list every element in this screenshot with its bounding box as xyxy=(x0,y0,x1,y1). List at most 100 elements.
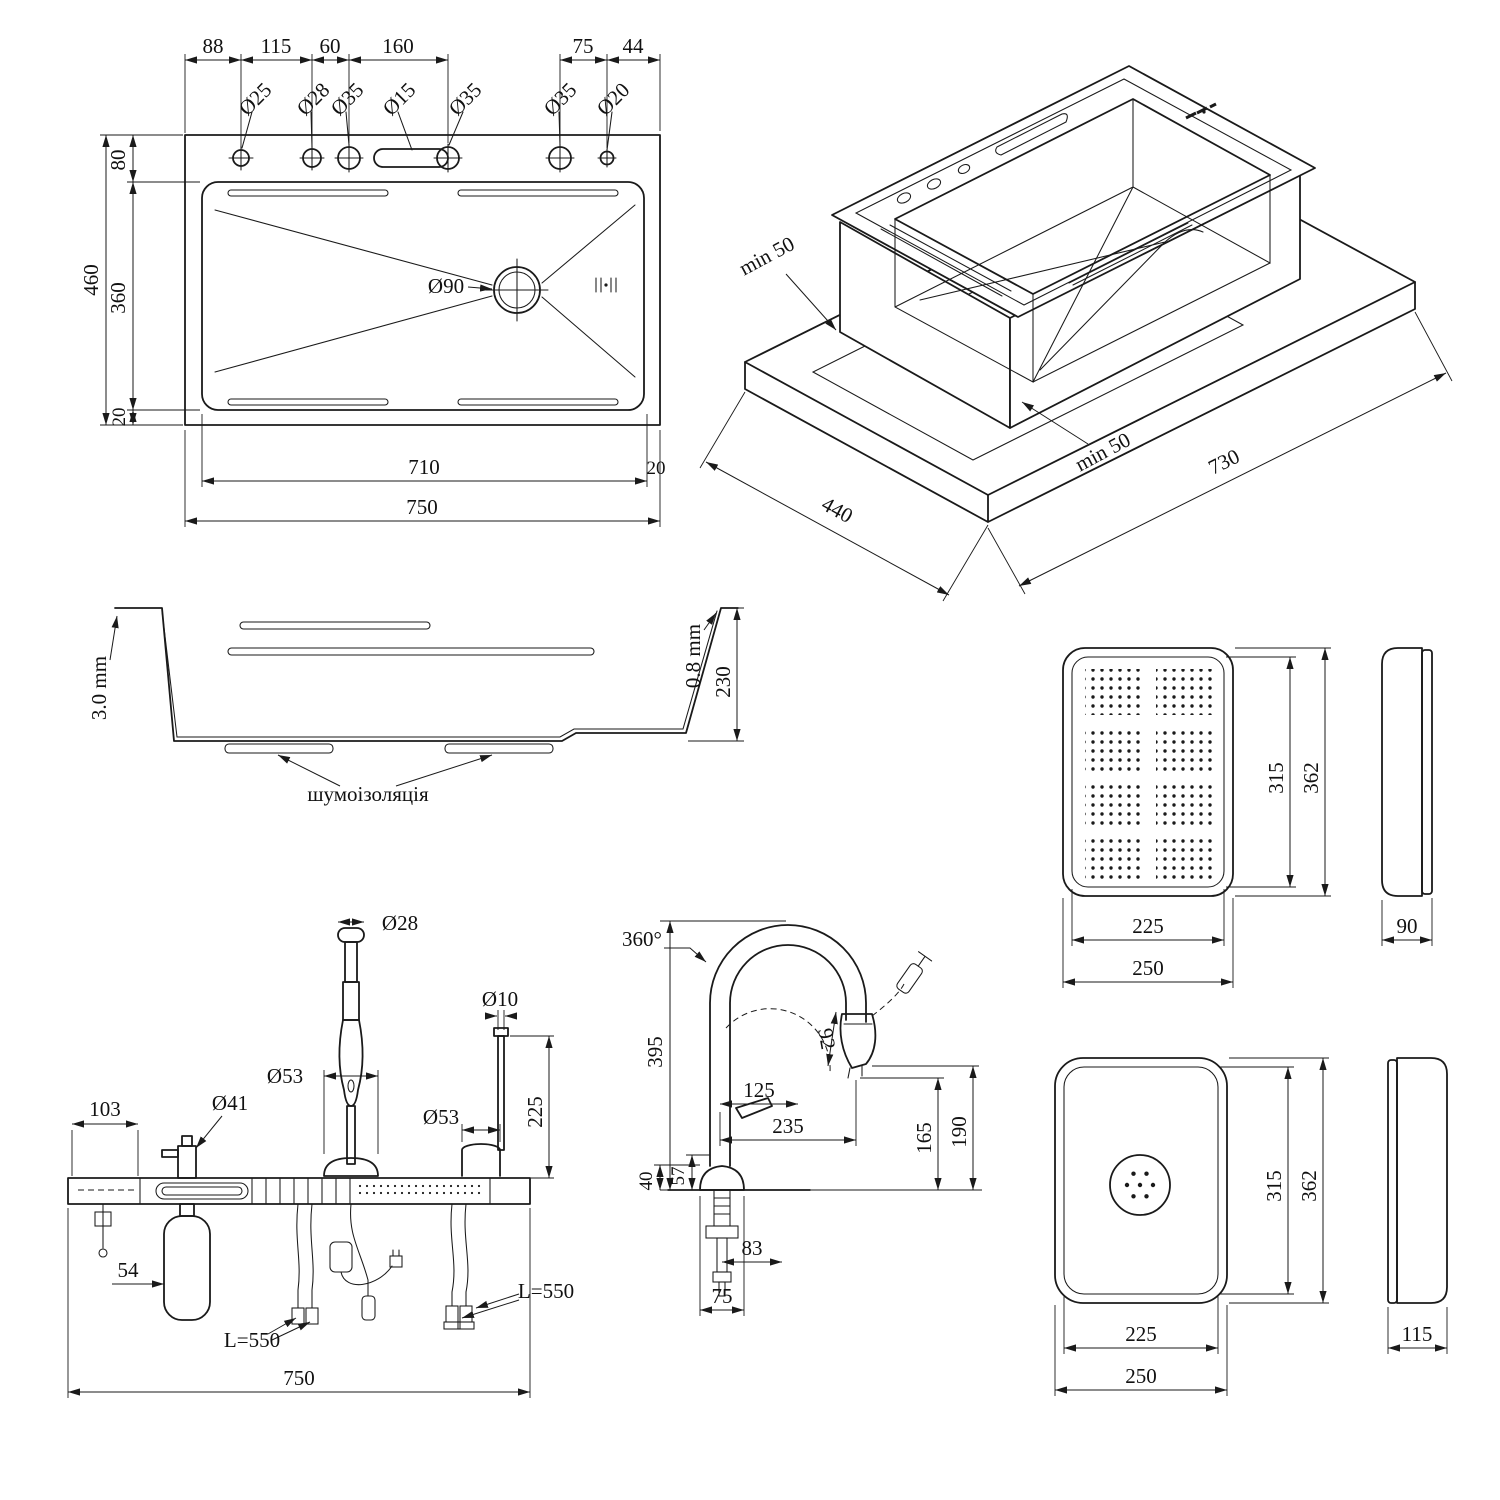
section-profile xyxy=(114,607,739,742)
dim-colander-outer-height: 362 xyxy=(1299,762,1323,794)
deck-perforation xyxy=(358,1184,484,1198)
bottom-dimensions: 710 20 750 xyxy=(184,414,666,527)
colander-side-flange xyxy=(1421,649,1433,895)
hole-dia-6: Ø35 xyxy=(539,78,582,121)
waterfall-slot xyxy=(155,1182,249,1200)
dim-tray-inner-height: 315 xyxy=(1262,1170,1286,1202)
dim-escutcheon-left: Ø53 xyxy=(267,1064,303,1088)
bowl-rim xyxy=(201,181,645,411)
colander-inner xyxy=(1071,656,1225,888)
rim-grooves xyxy=(227,189,619,406)
top-dimensions: 88 115 60 160 75 44 xyxy=(184,34,661,148)
hole-dia-1: Ø25 xyxy=(234,78,277,121)
dim-colander-side-depth: 90 xyxy=(1397,914,1418,938)
insulation-label: шумоізоляція xyxy=(307,782,429,806)
dim-tray-outer-width: 250 xyxy=(1125,1364,1157,1388)
shuto-valve xyxy=(94,1203,112,1258)
dim-rim-bottom: 20 xyxy=(109,408,130,427)
waterfall-icon xyxy=(1185,102,1217,120)
tray-side-view: 115 xyxy=(1387,1057,1448,1354)
gooseneck-spout xyxy=(709,924,867,1167)
iso-view: min 50 min 50 440 730 xyxy=(699,65,1453,602)
top-view: 88 115 60 160 75 44 Ø25 Ø28 Ø35 Ø15 Ø35 … xyxy=(79,34,666,527)
soap-dispenser xyxy=(161,1135,197,1179)
iso-rim-grooves xyxy=(880,222,1193,297)
tray-inner xyxy=(1063,1066,1219,1295)
hole-dia-7: Ø20 xyxy=(592,78,635,121)
dim-tank-width: 103 xyxy=(89,1097,121,1121)
drain-callout: Ø90 xyxy=(428,274,493,298)
dim-spout-height: 395 xyxy=(643,1036,667,1068)
hole-dia-2: Ø28 xyxy=(292,78,335,121)
filter-bottle xyxy=(163,1203,211,1321)
faucet-side-dimensions: 360° 395 92 125 235 165 190 57 40 83 xyxy=(622,920,979,1316)
dim-hose-left: L=550 xyxy=(224,1328,280,1352)
dim-spacing-2: 115 xyxy=(261,34,292,58)
dim-hose-right: L=550 xyxy=(518,1279,574,1303)
tray-side-flange xyxy=(1387,1059,1398,1304)
dim-spacing-4: 160 xyxy=(382,34,414,58)
min-clearance-left: min 50 xyxy=(735,231,798,280)
colander-side-view: 90 xyxy=(1381,647,1433,946)
deck-dividers xyxy=(139,1177,491,1205)
colander-side-body xyxy=(1381,647,1423,897)
left-dimensions: 80 360 20 460 xyxy=(79,134,200,427)
dim-swivel-angle: 360° xyxy=(622,927,662,951)
dim-swivel-radius: 125 xyxy=(743,1078,775,1102)
section-groove-1 xyxy=(239,621,431,630)
dim-bowl-height: 360 xyxy=(106,282,130,314)
purifier-tap xyxy=(461,1027,509,1177)
dim-head-top-height: 190 xyxy=(947,1116,971,1148)
hole-dia-4: Ø15 xyxy=(378,78,421,121)
insulation-pad-2 xyxy=(444,743,554,754)
colander-dimensions: 315 362 225 250 xyxy=(1062,647,1331,988)
dim-total-length: 750 xyxy=(406,495,438,519)
dim-tray-inner-width: 225 xyxy=(1125,1322,1157,1346)
dim-spacing-5: 75 xyxy=(573,34,594,58)
dim-dispenser-dia: Ø41 xyxy=(212,1091,248,1115)
faucet-side-view: 360° 395 92 125 235 165 190 57 40 83 xyxy=(622,920,982,1316)
dim-bottle-width: 54 xyxy=(118,1258,140,1282)
dim-drain-dia: Ø90 xyxy=(428,274,464,298)
tailpiece xyxy=(705,1189,739,1297)
dim-total-height: 460 xyxy=(79,264,103,296)
dim-escutcheon-right: Ø53 xyxy=(423,1105,459,1129)
rim-inner-edge xyxy=(854,78,1293,306)
sink-rim-top xyxy=(831,65,1316,318)
bowl-interior xyxy=(894,98,1271,383)
section-view: шумоізоляція 3.0 mm 0.8 mm 230 xyxy=(87,607,744,806)
colander-outline xyxy=(1062,647,1234,897)
waterfall-slot-inner xyxy=(161,1186,243,1196)
tray-front-view: 315 362 225 250 xyxy=(1054,1057,1329,1396)
dim-colander-inner-height: 315 xyxy=(1264,762,1288,794)
tray-side-dimension: 115 xyxy=(1387,1307,1448,1354)
spray-head-detail xyxy=(843,1023,873,1079)
drain xyxy=(485,258,549,322)
dim-spacing-1: 88 xyxy=(203,34,224,58)
main-faucet xyxy=(323,927,379,1177)
tray-outline xyxy=(1054,1057,1228,1304)
dim-pad-thickness: 3.0 mm xyxy=(87,656,111,720)
dim-base-width: 75 xyxy=(712,1284,733,1308)
section-dimensions: 3.0 mm 0.8 mm 230 xyxy=(87,607,744,742)
insulation-pad-1 xyxy=(224,743,334,754)
faucet-front-view: 103 Ø41 Ø28 Ø53 Ø53 Ø10 225 54 L=550 xyxy=(67,911,574,1398)
dim-bowl-depth: 230 xyxy=(711,666,735,698)
tray-dimensions: 315 362 225 250 xyxy=(1054,1057,1329,1396)
dim-purifier-height: 225 xyxy=(523,1096,547,1128)
sink-outline xyxy=(184,134,661,426)
bowl-creases xyxy=(214,204,636,378)
colander-side-dimension: 90 xyxy=(1381,898,1433,946)
dim-body-height: 57 xyxy=(668,1167,689,1186)
pullout-head xyxy=(896,951,933,994)
dim-colander-inner-width: 225 xyxy=(1132,914,1164,938)
dim-bowl-length: 710 xyxy=(408,455,440,479)
side-escutcheon xyxy=(699,1165,745,1191)
pullout-path xyxy=(871,983,905,1017)
dim-rim-right: 20 xyxy=(647,458,666,479)
section-inner-wall xyxy=(161,610,718,738)
dim-cutout-depth: 440 xyxy=(818,492,857,528)
dim-outlet-height: 165 xyxy=(912,1122,936,1154)
